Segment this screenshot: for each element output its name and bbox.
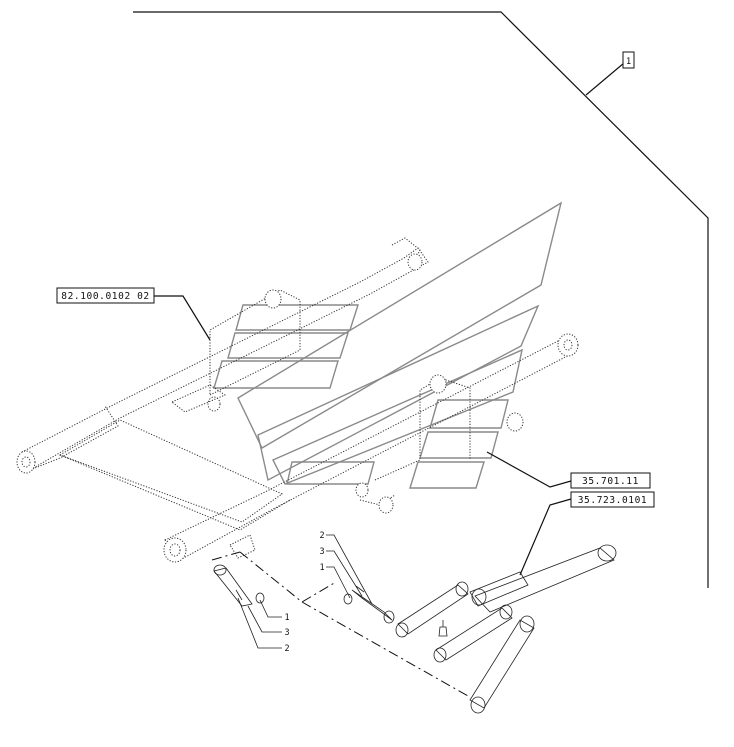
loader-frame[interactable] <box>16 237 579 563</box>
left-item-3: 3 <box>284 628 289 638</box>
left-pin-assembly[interactable] <box>213 564 265 607</box>
center-pin-item-numbers: 2 3 1 <box>319 531 324 573</box>
watermark-logo <box>213 201 563 489</box>
frame-reference-callout[interactable]: 82.100.0102 02 <box>56 287 211 341</box>
cylinder-reference-label-2: 35.723.0101 <box>578 495 648 506</box>
frame-reference-label: 82.100.0102 02 <box>61 291 149 302</box>
linkage-bar-middle[interactable] <box>433 604 513 663</box>
center-item-2: 2 <box>319 531 324 541</box>
left-item-1: 1 <box>284 613 289 623</box>
center-pin-assembly[interactable] <box>343 585 395 624</box>
cylinder-reference-label-1: 35.701.11 <box>582 476 639 487</box>
cylinder-reference-callout-2[interactable]: 35.723.0101 <box>519 491 655 576</box>
left-pin-item-numbers: 1 3 2 <box>284 613 289 654</box>
linkage-bar-lower[interactable] <box>469 615 535 714</box>
hydraulic-cylinder[interactable] <box>469 544 617 613</box>
top-callout-number: 1 <box>626 57 631 67</box>
center-pin-leaders <box>326 534 373 605</box>
assembly-boundary-line <box>133 11 709 588</box>
linkage-bar-upper[interactable] <box>395 581 469 638</box>
left-item-2: 2 <box>284 644 289 654</box>
top-callout[interactable]: 1 <box>585 51 635 96</box>
left-pin-leaders <box>237 597 282 649</box>
center-item-1: 1 <box>319 563 324 573</box>
cylinder-reference-callout-1[interactable]: 35.701.11 <box>486 451 651 489</box>
assembly-center-lines <box>211 551 469 697</box>
grease-nipple <box>438 620 448 637</box>
center-item-3: 3 <box>319 547 324 557</box>
